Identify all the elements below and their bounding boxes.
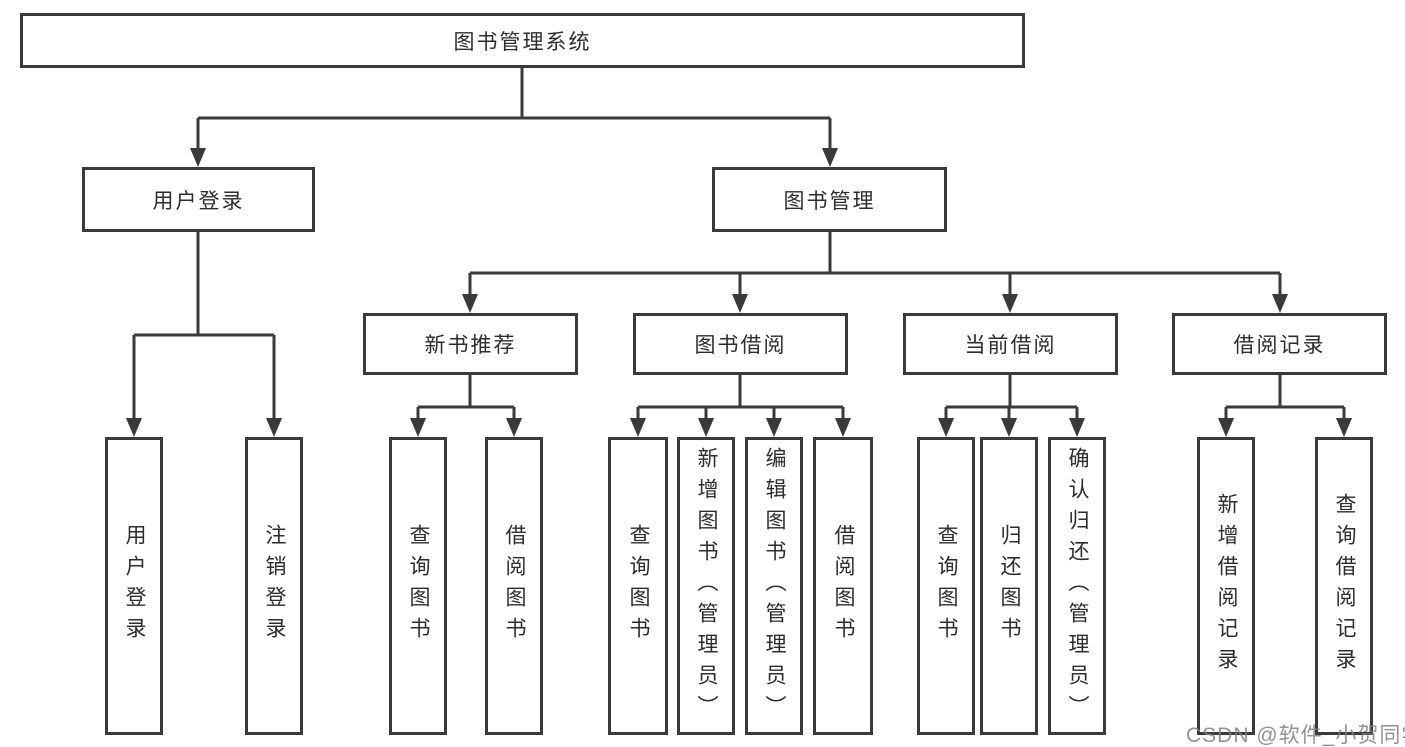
node-label: 新增借阅记录: [1215, 493, 1238, 679]
node-label: 借阅图书: [503, 524, 526, 648]
node-leaf-add-borrow-record: 新增借阅记录: [1197, 437, 1255, 735]
arrow-down-icon: [126, 418, 142, 437]
node-label: 借阅记录: [1233, 334, 1326, 357]
node-leaf-return-books: 归还图书: [980, 437, 1038, 735]
arrow-down-icon: [266, 418, 282, 437]
node-leaf-borrow-books: 借阅图书: [485, 437, 543, 735]
arrow-down-icon: [835, 418, 851, 437]
connector-rails: [132, 68, 1346, 422]
node-label: 用户登录: [123, 524, 146, 648]
node-label: 注销登录: [263, 524, 286, 648]
node-label: 新书推荐: [424, 334, 517, 357]
node-borrow-records: 借阅记录: [1172, 313, 1387, 375]
node-current-borrow: 当前借阅: [903, 313, 1118, 375]
node-leaf-logout: 注销登录: [245, 437, 303, 735]
node-label: 新增图书（管理员）: [695, 446, 718, 726]
node-leaf-query-books: 查询图书: [389, 437, 447, 735]
arrow-down-icon: [506, 418, 522, 437]
arrow-down-icon: [1218, 418, 1234, 437]
node-leaf-add-books-admin: 新增图书（管理员）: [677, 437, 735, 735]
node-label: 查询借阅记录: [1333, 493, 1356, 679]
node-book-management: 图书管理: [712, 167, 947, 232]
node-label: 图书管理系统: [453, 30, 592, 54]
node-label: 用户登录: [152, 189, 245, 213]
arrow-down-icon: [732, 294, 748, 313]
node-leaf-edit-books-admin: 编辑图书（管理员）: [745, 437, 803, 735]
arrow-down-icon: [766, 418, 782, 437]
arrow-down-icon: [938, 418, 954, 437]
node-label: 当前借阅: [964, 334, 1057, 357]
arrow-down-icon: [698, 418, 714, 437]
arrow-down-icon: [190, 148, 206, 167]
node-root-library-system: 图书管理系统: [20, 13, 1025, 68]
arrow-down-icon: [822, 148, 838, 167]
node-leaf-query-books: 查询图书: [608, 437, 668, 735]
node-book-borrow: 图书借阅: [633, 313, 848, 375]
node-label: 确认归还（管理员）: [1066, 446, 1089, 726]
node-new-book-recommend: 新书推荐: [363, 313, 578, 375]
node-label: 归还图书: [998, 524, 1021, 648]
arrow-down-icon: [1272, 294, 1288, 313]
node-label: 查询图书: [407, 524, 430, 648]
node-leaf-user-login: 用户登录: [105, 437, 163, 735]
node-label: 借阅图书: [832, 524, 855, 648]
arrow-down-icon: [630, 418, 646, 437]
node-user-login: 用户登录: [82, 167, 315, 232]
arrow-down-icon: [1069, 418, 1085, 437]
arrow-down-icon: [1002, 294, 1018, 313]
node-leaf-borrow-books: 借阅图书: [813, 437, 873, 735]
node-leaf-query-borrow-record: 查询借阅记录: [1315, 437, 1373, 735]
arrow-down-icon: [1336, 418, 1352, 437]
node-label: 编辑图书（管理员）: [763, 446, 786, 726]
csdn-watermark: CSDN @软件_小贺同学: [1186, 724, 1405, 747]
node-label: 图书借阅: [694, 334, 787, 357]
arrow-down-icon: [410, 418, 426, 437]
node-label: 查询图书: [935, 524, 958, 648]
arrow-down-icon: [1001, 418, 1017, 437]
arrowhead-icons: [126, 148, 1352, 437]
arrow-down-icon: [462, 294, 478, 313]
node-label: 图书管理: [783, 189, 876, 213]
node-label: 查询图书: [627, 524, 650, 648]
node-leaf-query-books: 查询图书: [917, 437, 975, 735]
node-leaf-confirm-return-admin: 确认归还（管理员）: [1048, 437, 1106, 735]
